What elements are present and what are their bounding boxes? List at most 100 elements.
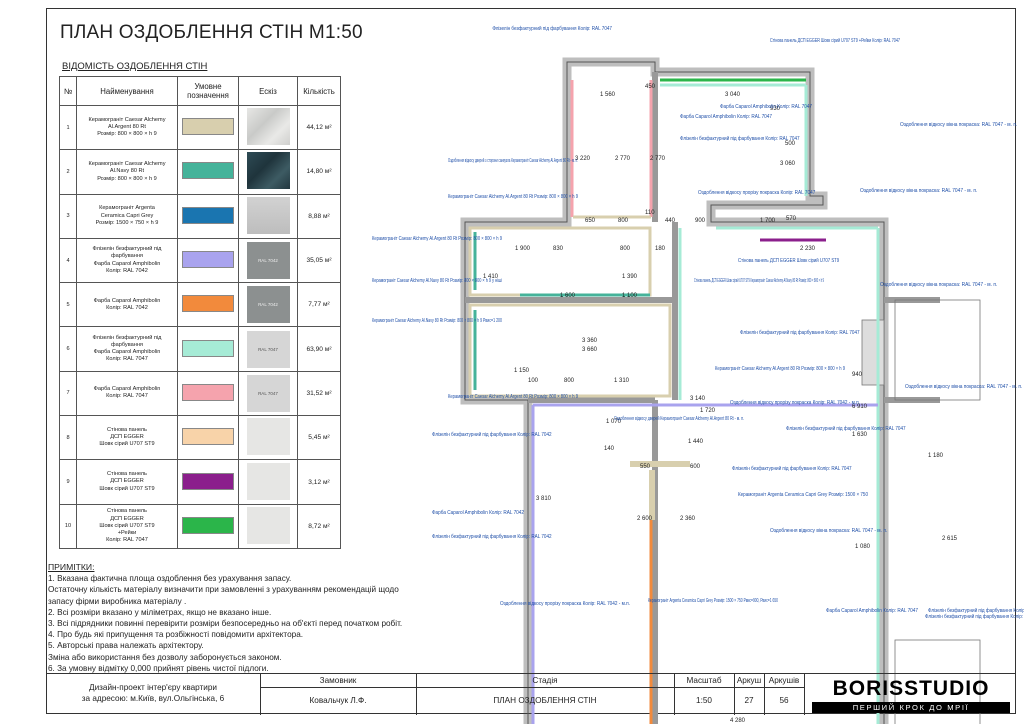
dimension-label: 3 660 <box>582 347 598 353</box>
plan-annotation: Фарба Caparol Amphibolin Колір: RAL 7047 <box>680 114 772 120</box>
row-quantity: 5,45 м² <box>297 415 341 461</box>
row-legend <box>177 104 239 151</box>
dimension-label: 440 <box>665 218 676 224</box>
scale-header: Масштаб <box>686 676 722 685</box>
plan-annotation: Флізелін безфактурний під фарбування Кол… <box>786 425 906 432</box>
row-name-line: Стінова панель <box>107 426 147 433</box>
dimension-label: 3 140 <box>690 396 706 402</box>
table-header-row: № Найменування Умовне позначення Ескіз К… <box>59 76 341 106</box>
row-name-line: Флізелін безфактурний під <box>92 334 162 341</box>
dimension-label: 450 <box>645 84 656 90</box>
row-name-line: ДСП EGGER <box>110 434 144 441</box>
row-name-line: Шовк сірий U707 ST9 <box>99 522 155 529</box>
dimension-label: 100 <box>528 378 539 384</box>
dimension-label: 4 280 <box>730 718 746 724</box>
dimension-label: 650 <box>585 218 596 224</box>
dimension-label: 1 410 <box>483 274 499 280</box>
row-name-line: Фарба Caparol Amphibolin <box>93 349 161 356</box>
row-sketch: RAL 7042 <box>238 237 298 284</box>
note-line: 5. Авторські права належать архітектору. <box>48 641 204 651</box>
dimension-label: 110 <box>645 210 655 216</box>
notes-heading: ПРИМІТКИ: <box>48 562 95 572</box>
plan-annotation: Керамограніт Caesar Alchemy Al.Argent 80… <box>448 194 578 200</box>
row-quantity: 44,12 м² <box>297 104 341 151</box>
customer-header: Замовник <box>319 676 357 685</box>
legend-swatch <box>182 162 234 180</box>
row-name-line: Ceramica Capri Grey <box>100 212 154 219</box>
plan-annotation: Флізелін безфактурний під фарбування Кол… <box>680 135 800 142</box>
dimension-label: 6 910 <box>852 404 868 410</box>
dimension-label: 1 440 <box>688 439 704 445</box>
note-line: Остаточну кількість матеріалу визначити … <box>48 585 399 595</box>
dimension-label: 600 <box>690 464 701 470</box>
row-name-line: Колір: RAL 7047 <box>106 393 148 400</box>
dimension-label: 2 615 <box>942 536 958 542</box>
sheet-value: 27 <box>744 696 754 705</box>
plan-annotation: Флізелін безфактурний під фарбування Кол… <box>740 329 860 336</box>
material-sketch: RAL 7047 <box>246 374 290 412</box>
plan-annotation: Оздоблення відкосу вікна покраска: RAL 7… <box>770 528 887 534</box>
row-name-line: ДСП EGGER <box>110 478 144 485</box>
legend-swatch <box>182 295 234 313</box>
legend-swatch <box>182 251 234 269</box>
plan-annotation: Флізелін безфактурний під фарбування Кол… <box>925 613 1024 620</box>
row-name-line: Фарба Caparol Amphibolin <box>93 260 161 267</box>
sheets-value: 56 <box>779 696 789 705</box>
plan-annotation: Керамограніт Caesar Alchemy Al.Argent 80… <box>715 366 845 372</box>
dimension-label: 1 700 <box>760 218 776 224</box>
legend-swatch <box>182 472 234 490</box>
legend-swatch <box>182 206 234 224</box>
row-legend <box>177 459 239 505</box>
plan-annotation: Флізелін безфактурний під фарбування Кол… <box>492 25 612 32</box>
legend-swatch <box>182 339 234 357</box>
note-line: 3. Всі підрядники повинні перевірити роз… <box>48 619 403 629</box>
plan-annotation: Флізелін безфактурний під фарбування Кол… <box>928 607 1024 614</box>
row-name-line: Розмір: 800 × 800 × h 9 <box>97 131 157 138</box>
note-line: 6. За умовну відмітку 0,000 прийнят ріве… <box>48 663 269 673</box>
row-legend <box>177 326 239 372</box>
row-quantity: 3,12 м² <box>297 459 341 505</box>
dimension-label: 180 <box>655 246 666 252</box>
studio-logo: BORISSTUDIO ПЕРШИЙ КРОК ДО МРІЇ <box>806 677 1016 715</box>
notes-block: ПРИМІТКИ: 1. Вказана фактична площа оздо… <box>48 562 572 674</box>
finishing-schedule-table: № Найменування Умовне позначення Ескіз К… <box>59 76 341 549</box>
dimension-label: 1 630 <box>852 432 868 438</box>
dimension-label: 800 <box>618 218 629 224</box>
dimension-label: 550 <box>640 464 651 470</box>
plan-annotation: Флізелін безфактурний під фарбування Кол… <box>732 465 852 472</box>
legend-swatch <box>182 383 234 401</box>
row-name-line: Флізелін безфактурний під <box>92 246 162 253</box>
drawing-frame <box>46 8 1016 714</box>
row-name-line: Колір: RAL 7042 <box>106 304 148 311</box>
row-name-line: фарбування <box>111 253 143 260</box>
material-sketch <box>246 196 290 234</box>
legend-swatch <box>182 428 234 446</box>
dimension-label: 1 390 <box>622 274 638 280</box>
dimension-label: 940 <box>852 372 863 378</box>
plan-annotation: Оздоблення відкосу вікна покраска: RAL 7… <box>905 384 1022 390</box>
row-sketch: RAL 7047 <box>238 370 298 417</box>
plan-annotation: Стінова панель ДСП EGGER Шовк сірий U707… <box>694 277 824 284</box>
dimension-label: 3 040 <box>725 92 741 98</box>
material-sketch: RAL 7047 <box>246 330 290 368</box>
dimension-label: 2 360 <box>680 516 696 522</box>
row-legend <box>177 193 239 239</box>
plan-annotation: Флізелін безфактурний під фарбування Кол… <box>432 431 552 438</box>
row-legend <box>177 149 239 195</box>
dimension-label: 830 <box>553 246 564 252</box>
dimension-label: 2 230 <box>800 246 816 252</box>
row-legend <box>177 370 239 417</box>
dimension-label: 1 310 <box>614 378 630 384</box>
material-sketch: RAL 7042 <box>246 242 290 280</box>
scale-value: 1:50 <box>696 696 712 705</box>
